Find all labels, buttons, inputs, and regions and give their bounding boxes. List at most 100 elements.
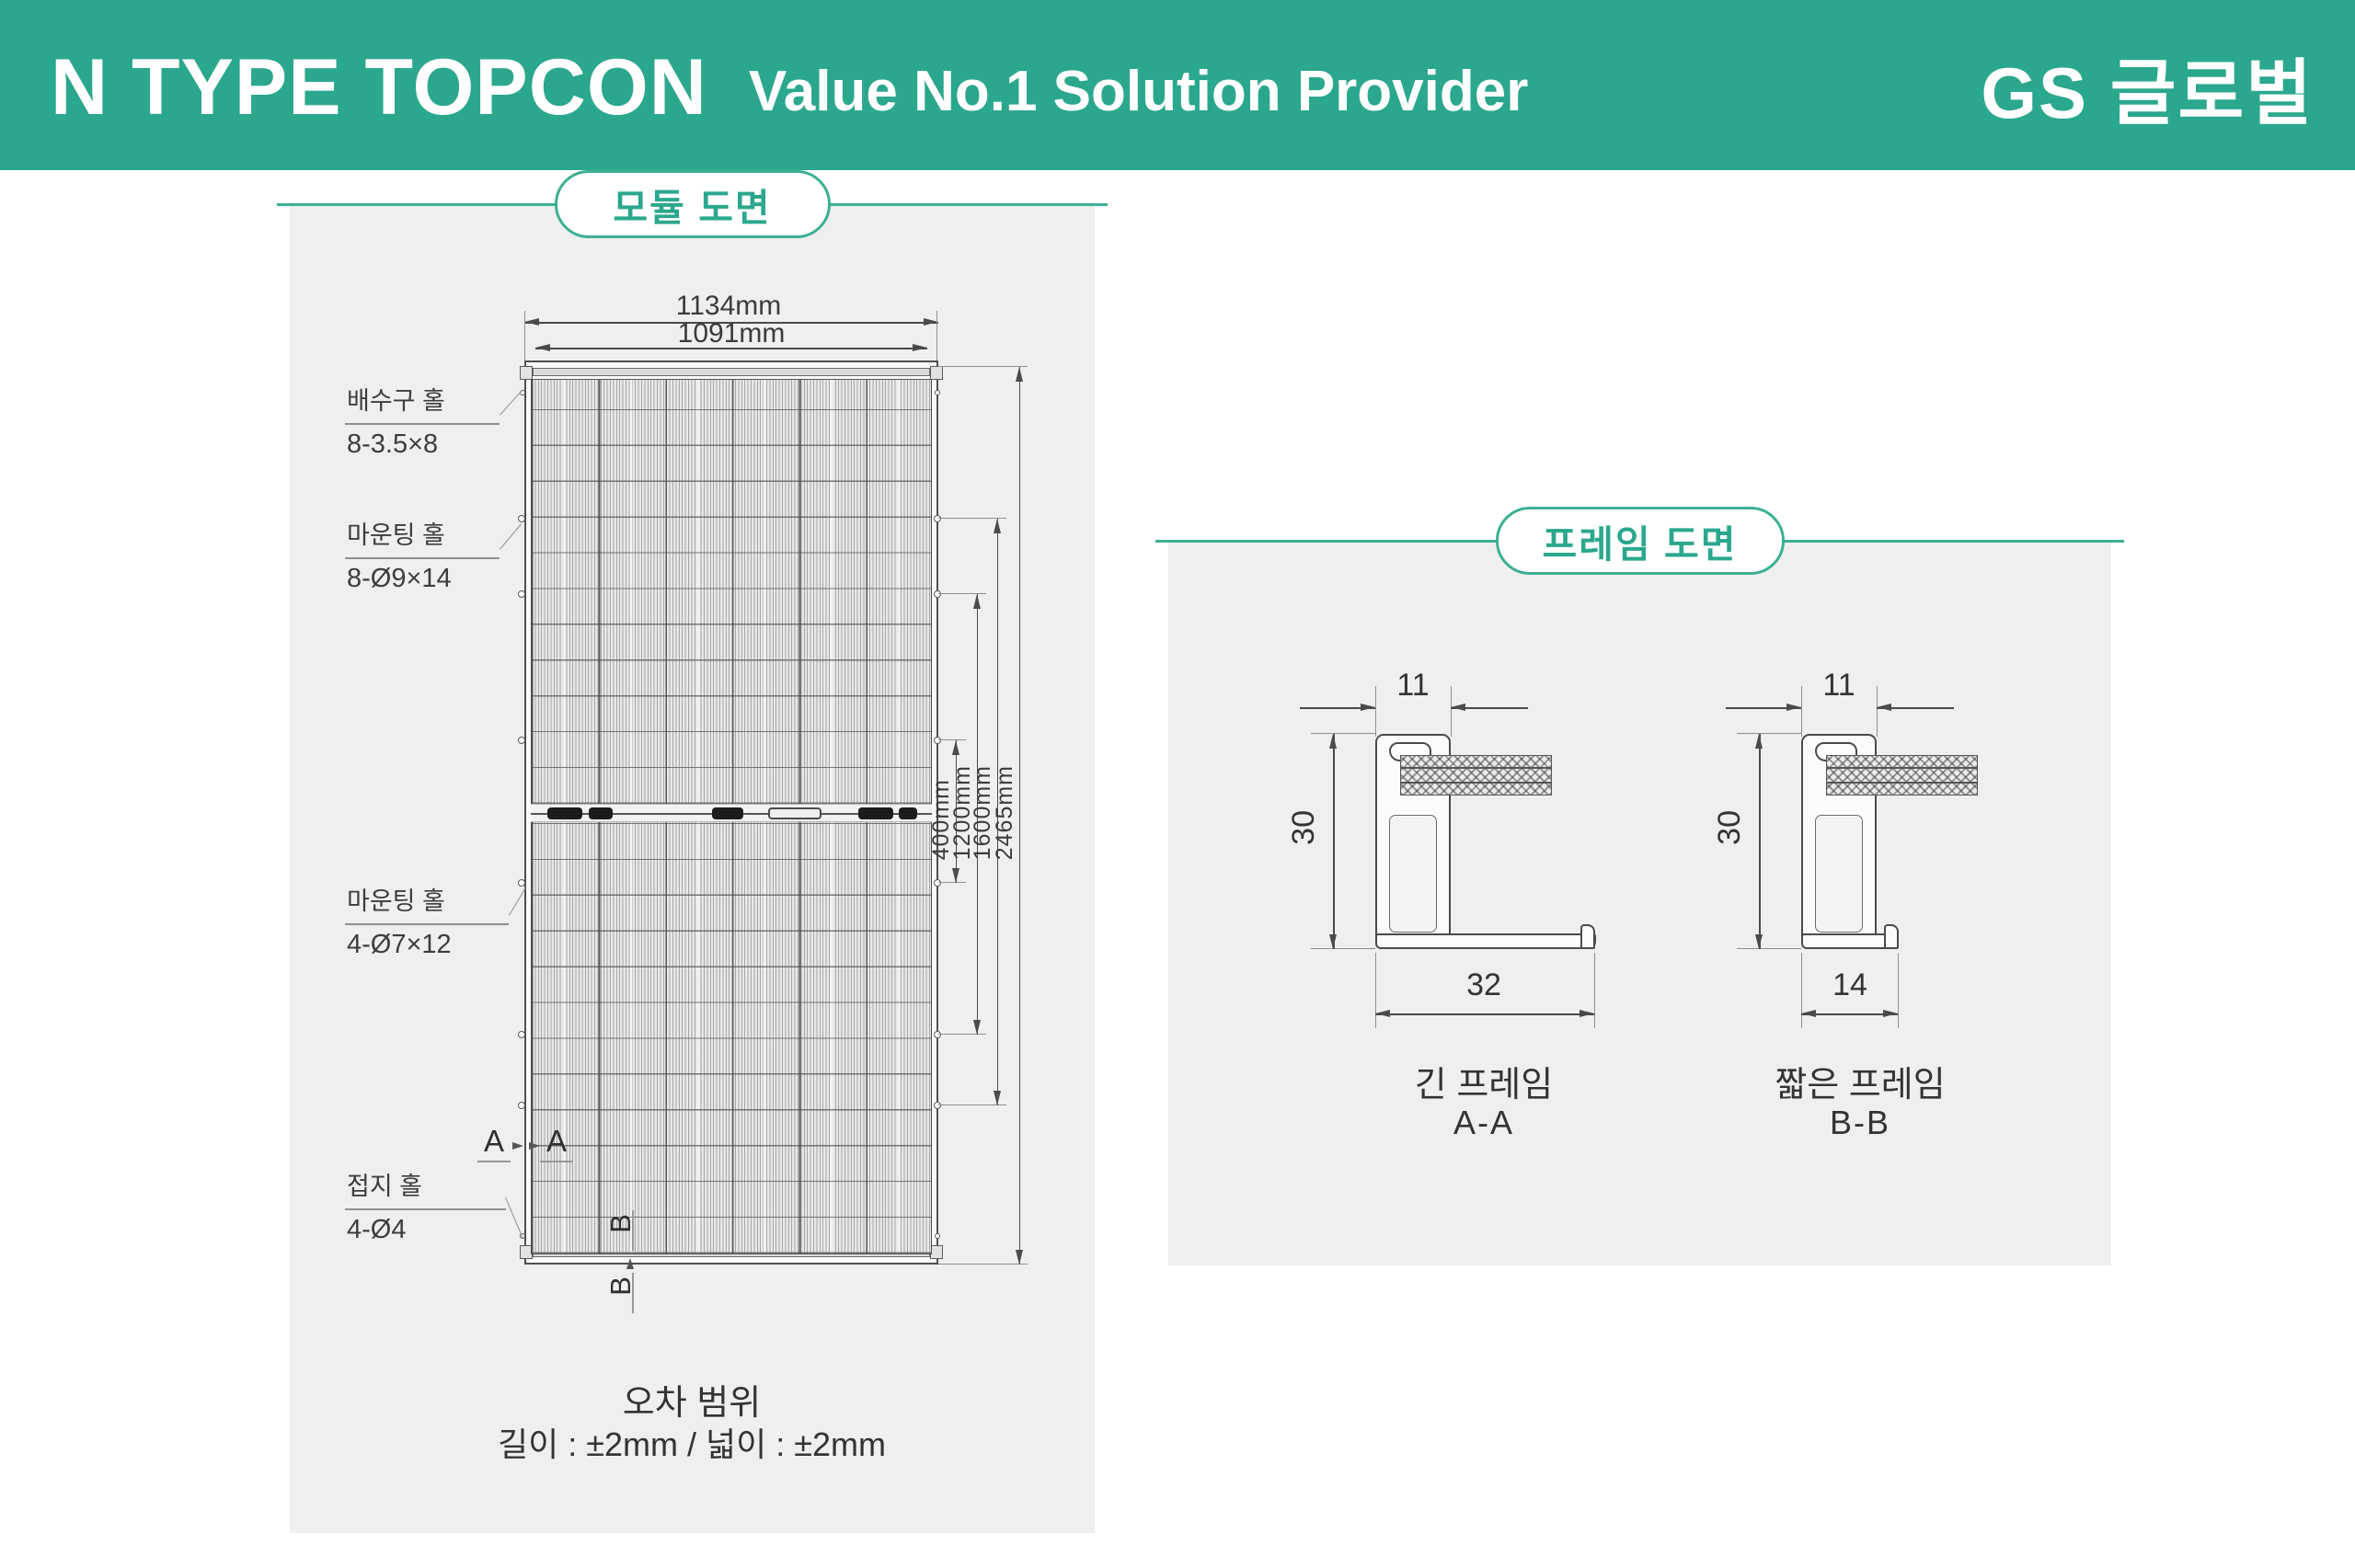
mounting-hole — [518, 590, 525, 598]
ground-hole — [935, 1233, 940, 1239]
extension-line — [1311, 733, 1375, 734]
drain-hole — [935, 390, 940, 395]
dim-line — [1801, 1013, 1898, 1015]
leader-line — [500, 523, 522, 550]
frame-section-id: A-A — [1453, 1104, 1514, 1141]
arrow-icon — [994, 1091, 1001, 1105]
callout-mounting-hole-8: 마운팅 홀 8-Ø9×14 — [345, 515, 500, 594]
flange-lip — [1580, 924, 1595, 949]
mounting-hole — [518, 879, 525, 887]
extension-line — [524, 311, 525, 361]
dim-height: 30 — [1286, 810, 1321, 845]
extension-line — [1594, 953, 1595, 1028]
extension-line — [1311, 948, 1375, 949]
section-marker-line — [632, 1273, 634, 1313]
laminate-cross-section — [1400, 755, 1552, 795]
extension-line — [1375, 686, 1376, 737]
arrow-icon — [1375, 1009, 1390, 1017]
dim-line-1600 — [997, 519, 998, 1105]
callout-title: 마운팅 홀 — [345, 881, 509, 925]
connector-line — [938, 518, 1006, 519]
arrow-icon — [1786, 703, 1801, 711]
extension-line — [936, 311, 937, 361]
frame-badge-label: 프레임 도면 — [1542, 523, 1738, 566]
arrow-icon — [1883, 1009, 1898, 1017]
connector-line — [938, 593, 986, 594]
frame-badge: 프레임 도면 — [1495, 507, 1785, 575]
section-marker-line — [632, 1210, 634, 1251]
arrow-icon — [1877, 703, 1891, 711]
mounting-hole — [518, 1102, 525, 1109]
junction-box — [858, 807, 893, 819]
mounting-hole — [934, 1102, 941, 1109]
frame-end-cap — [520, 366, 533, 380]
dim-line-1200 — [977, 594, 978, 1035]
connector-line — [938, 1034, 986, 1035]
page-subtitle: Value No.1 Solution Provider — [748, 60, 1529, 123]
mounting-hole — [934, 1031, 941, 1038]
junction-box — [547, 807, 582, 819]
frame-end-cap — [930, 366, 943, 380]
dim-line — [524, 322, 938, 324]
mounting-hole — [934, 879, 941, 887]
module-top-frame — [533, 368, 930, 376]
frame-cavity — [1815, 815, 1863, 933]
frame-name: 짧은 프레임 — [1775, 1066, 1946, 1104]
arrow-icon — [1016, 367, 1023, 382]
arrow-icon — [1016, 1250, 1023, 1265]
dim-line — [1759, 734, 1761, 949]
arrow-icon — [973, 1020, 981, 1035]
frame-bottom-flange — [1375, 933, 1596, 949]
mounting-hole — [934, 737, 941, 744]
dim-line — [1726, 707, 1801, 709]
arrow-icon — [924, 318, 938, 326]
callout-spec: 4-Ø7×12 — [347, 930, 452, 959]
drain-hole — [520, 390, 525, 395]
mounting-hole — [934, 590, 941, 598]
frame-name: 긴 프레임 — [1414, 1066, 1554, 1104]
section-marker-a: A — [477, 1124, 511, 1162]
arrow-icon — [1801, 1009, 1816, 1017]
arrow-icon — [529, 1142, 540, 1150]
arrow-icon — [512, 1142, 523, 1150]
module-badge-label: 모듈 도면 — [613, 187, 772, 229]
frame-end-cap — [930, 1245, 943, 1259]
module-drawing-panel: 모듈 도면 1134mm 1091mm — [277, 170, 1108, 1533]
dim-label-2465: 2465mm — [992, 764, 1017, 860]
arrow-icon — [1755, 734, 1763, 749]
dim-line — [1877, 707, 1954, 709]
frame-section-id: B-B — [1829, 1104, 1890, 1141]
dim-line — [535, 348, 927, 349]
arrow-icon — [973, 594, 981, 609]
dim-line — [1375, 1013, 1594, 1015]
extension-line — [1737, 733, 1801, 734]
arrow-icon — [524, 318, 539, 326]
arrow-icon — [1329, 934, 1337, 949]
arrow-icon — [952, 868, 959, 883]
module-badge: 모듈 도면 — [554, 170, 831, 238]
callout-title: 접지 홀 — [345, 1166, 506, 1210]
callout-spec: 8-Ø9×14 — [347, 564, 452, 593]
callout-title: 배수구 홀 — [345, 381, 500, 425]
junction-box — [589, 807, 613, 819]
arrow-icon — [952, 740, 959, 755]
mounting-hole — [518, 1031, 525, 1038]
callout-spec: 4-Ø4 — [347, 1215, 407, 1244]
junction-box-outline — [768, 807, 821, 819]
extension-line — [1375, 953, 1376, 1028]
dim-line-400 — [956, 740, 957, 883]
leader-line — [505, 1197, 523, 1239]
section-marker-a: A — [540, 1124, 573, 1162]
dim-bottom-width: 14 — [1832, 967, 1867, 1002]
page-title: N TYPE TOPCON — [51, 43, 707, 132]
mounting-hole — [518, 737, 525, 744]
header-bar: N TYPE TOPCON Value No.1 Solution Provid… — [0, 0, 2355, 170]
dim-line — [1300, 707, 1375, 709]
extension-line — [1877, 686, 1878, 737]
dim-height: 30 — [1712, 810, 1747, 845]
callout-spec: 8-3.5×8 — [347, 429, 439, 459]
cell-grid-lower — [531, 822, 932, 1254]
callout-ground-hole: 접지 홀 4-Ø4 — [345, 1166, 506, 1245]
extension-line — [1451, 686, 1452, 737]
connector-line — [938, 1264, 1028, 1265]
